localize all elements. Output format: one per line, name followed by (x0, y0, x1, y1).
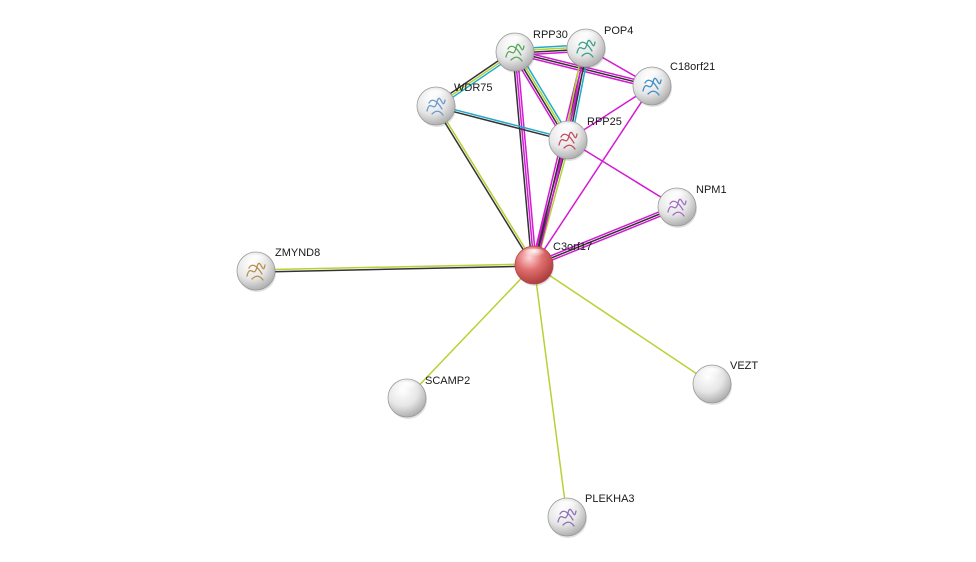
node-vezt[interactable]: VEZT (692, 360, 758, 405)
edge-evidence-coexpression (256, 265, 535, 273)
edge-wdr75-rpp25[interactable] (435, 104, 569, 142)
edge-c3orf17-rpp30[interactable] (512, 51, 537, 266)
edge-evidence-databases (436, 104, 569, 140)
node-zmynd8[interactable]: ZMYND8 (236, 247, 320, 292)
node-npm1[interactable]: NPM1 (657, 184, 727, 228)
node-pop4[interactable]: POP4 (566, 25, 633, 69)
edge-evidence-experiments (516, 51, 537, 265)
node-c18orf21[interactable]: C18orf21 (632, 61, 715, 107)
node-label: ZMYND8 (275, 247, 320, 259)
node-label: C18orf21 (670, 61, 715, 73)
node-label: NPM1 (696, 184, 727, 196)
edge-evidence-textmining (255, 263, 534, 271)
node-highlight (665, 190, 689, 203)
edge-c3orf17-c18orf21[interactable] (533, 85, 653, 266)
node-rpp25[interactable]: RPP25 (548, 116, 622, 161)
edge-c3orf17-wdr75[interactable] (434, 105, 536, 266)
node-label: C3orf17 (553, 241, 592, 253)
node-label: PLEKHA3 (585, 493, 635, 505)
edge-c3orf17-zmynd8[interactable] (255, 263, 535, 273)
node-label: RPP25 (587, 116, 622, 128)
edge-evidence-coexpression (435, 106, 568, 142)
node-highlight (503, 35, 527, 48)
node-highlight (555, 500, 579, 513)
node-rpp30[interactable]: RPP30 (495, 29, 568, 73)
node-highlight (574, 31, 598, 44)
edge-evidence-experiments (567, 139, 678, 208)
edge-evidence-textmining (436, 105, 536, 265)
edge-evidence-coexpression (512, 52, 533, 266)
edge-evidence-coexpression (533, 206, 678, 266)
edge-c3orf17-vezt[interactable] (533, 264, 713, 385)
node-highlight (522, 248, 546, 261)
edge-evidence-textmining (533, 264, 713, 385)
edge-evidence-experiments (533, 85, 653, 266)
edge-evidence-coexpression (434, 106, 534, 266)
edge-evidence-experiments (532, 204, 677, 264)
node-highlight (556, 123, 580, 136)
node-scamp2[interactable]: SCAMP2 (387, 375, 470, 419)
edge-evidence-textmining (533, 264, 568, 518)
node-wdr75[interactable]: WDR75 (416, 82, 493, 127)
node-highlight (424, 89, 448, 102)
edges-layer (255, 43, 713, 518)
node-label: POP4 (604, 25, 633, 37)
node-highlight (395, 381, 419, 394)
edge-evidence-experiments (534, 208, 679, 268)
edge-c3orf17-plekha3[interactable] (533, 264, 568, 518)
edge-evidence-textmining (406, 264, 535, 399)
edge-rpp25-npm1[interactable] (567, 139, 678, 208)
node-label: SCAMP2 (425, 375, 470, 387)
node-c3orf17[interactable]: C3orf17 (514, 241, 592, 286)
edge-c3orf17-npm1[interactable] (532, 204, 679, 268)
nodes-layer: RPP30 POP4C18orf21WDR75RPP25NPM1C3orf17ZM… (236, 25, 758, 538)
node-plekha3[interactable]: PLEKHA3 (547, 493, 635, 538)
edge-c3orf17-scamp2[interactable] (406, 264, 535, 399)
node-label: VEZT (730, 360, 758, 372)
node-highlight (640, 69, 664, 82)
edge-evidence-experiments (514, 51, 535, 266)
node-highlight (244, 254, 268, 267)
node-highlight (700, 367, 724, 380)
node-label: WDR75 (454, 82, 493, 94)
node-label: RPP30 (533, 29, 568, 41)
